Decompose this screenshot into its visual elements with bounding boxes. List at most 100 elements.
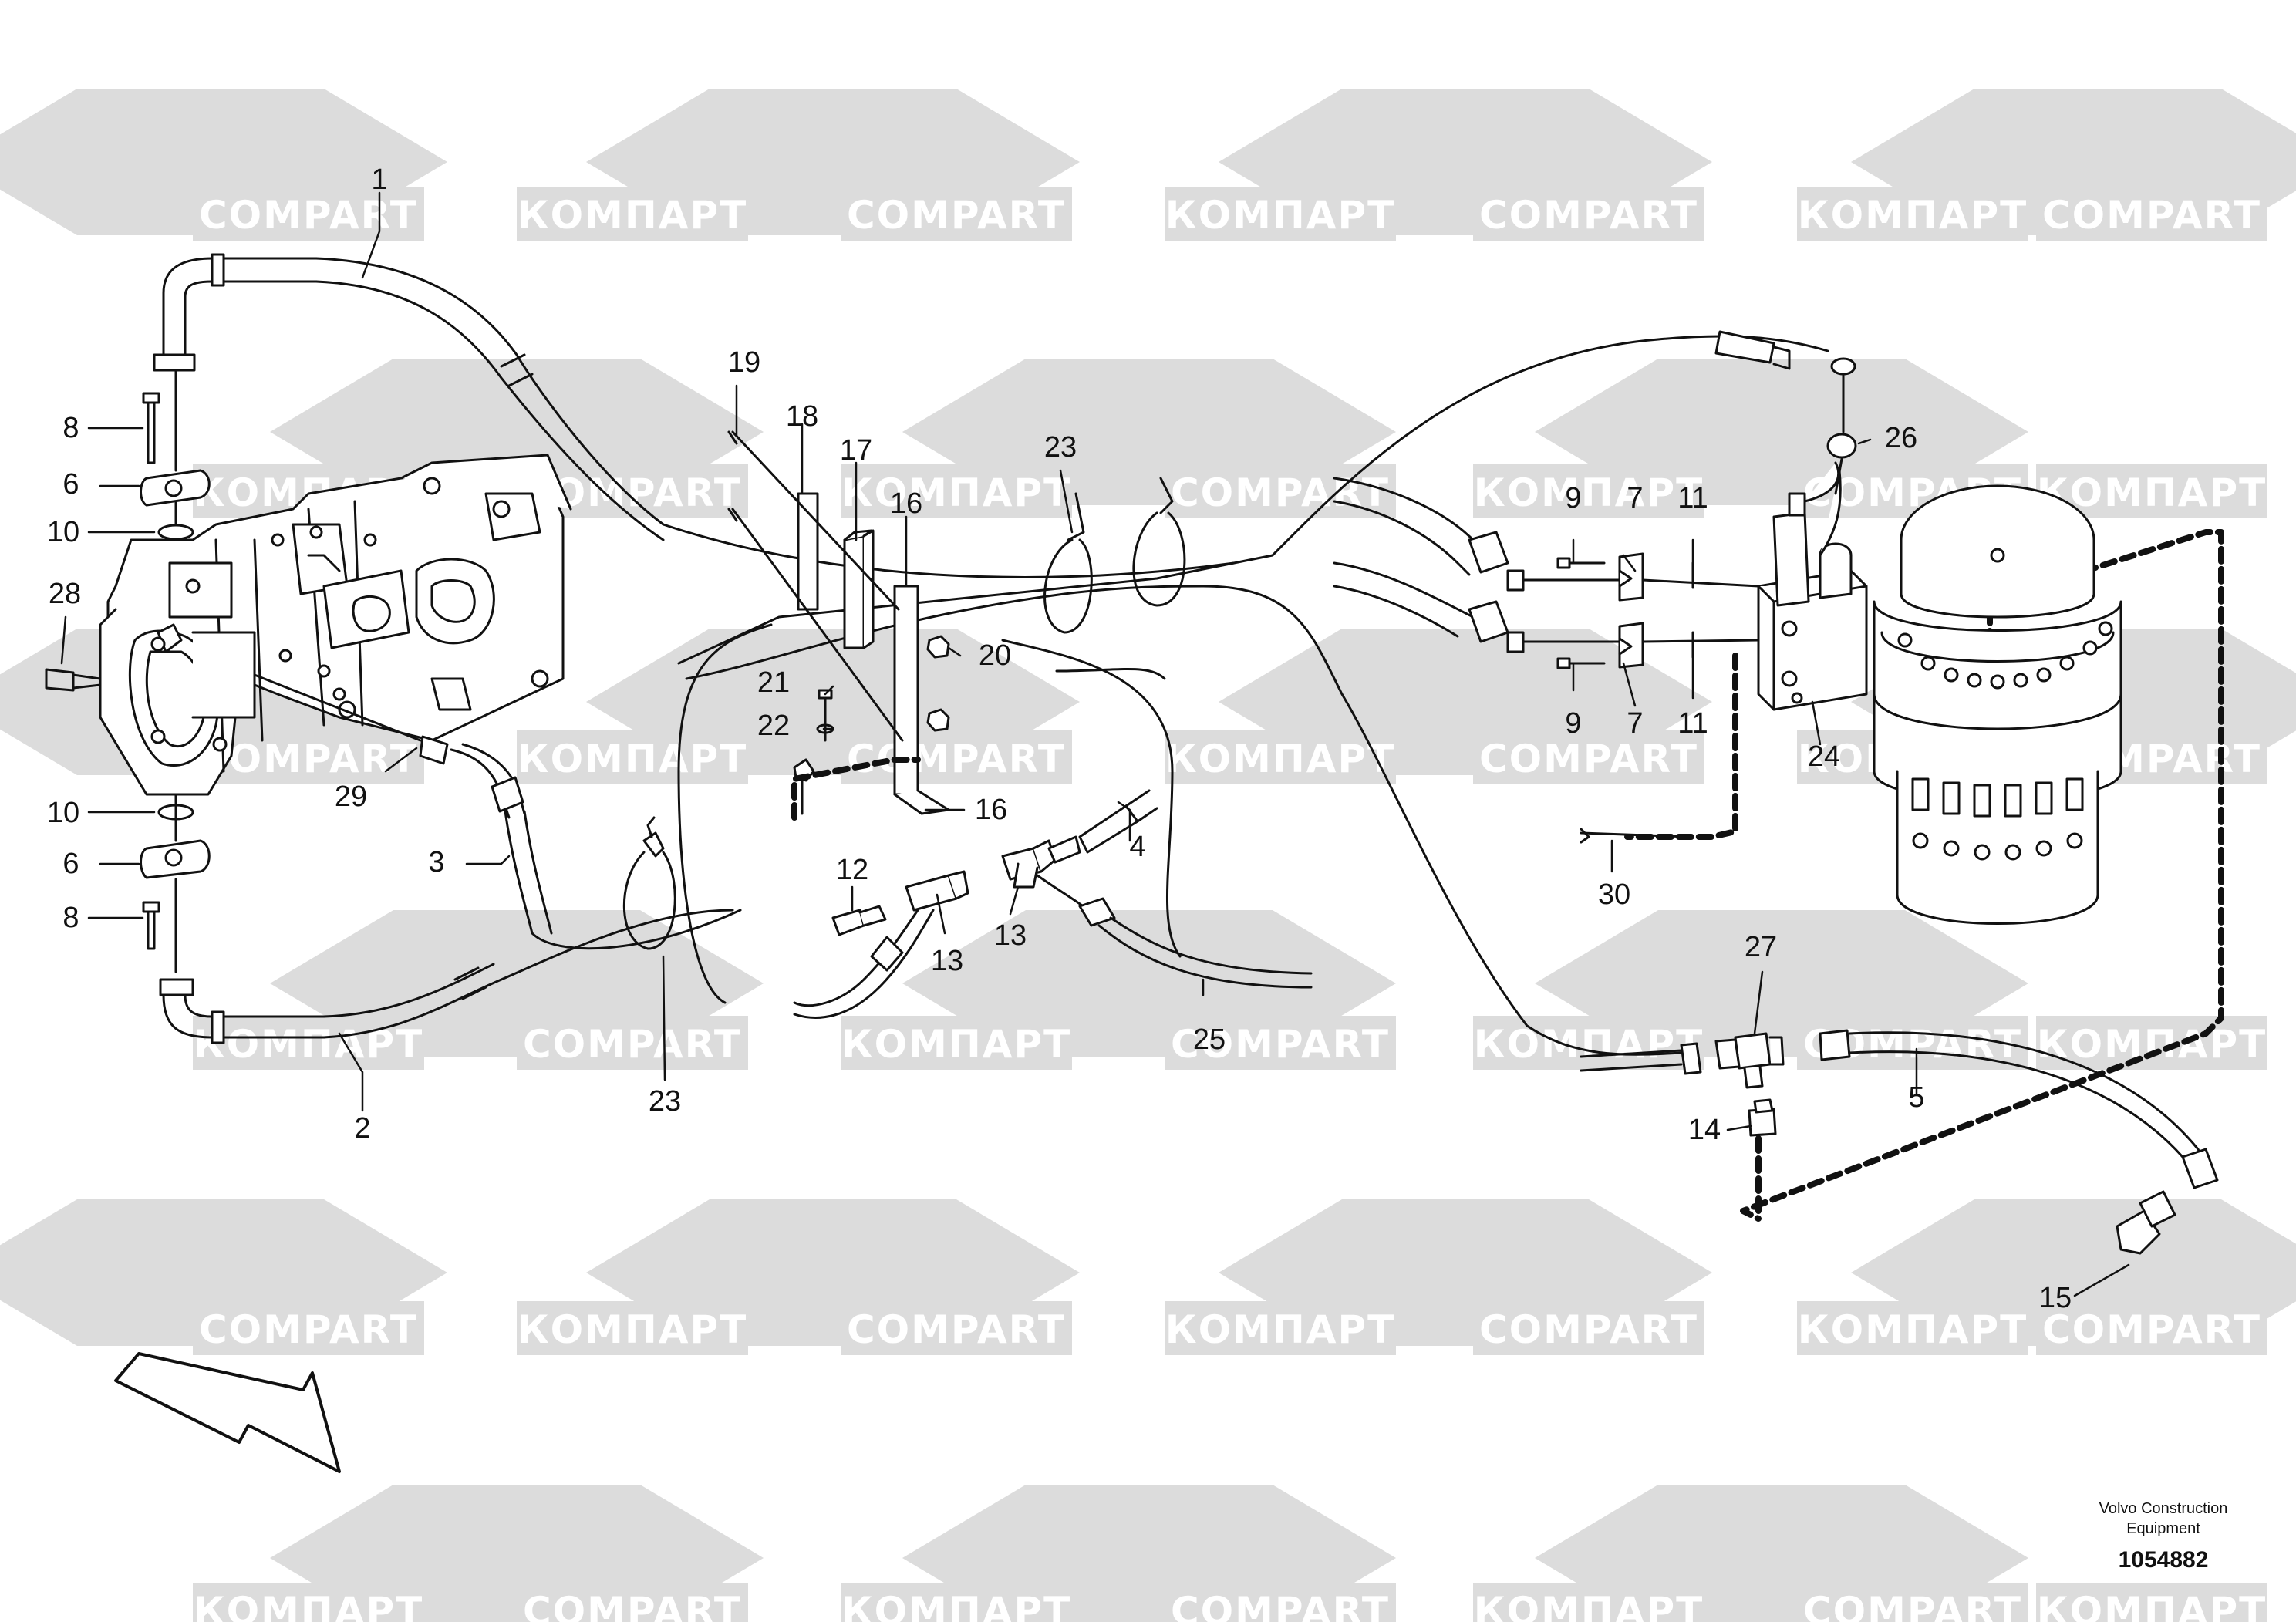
callout-16a: 16 [890,487,922,520]
watermark-band [193,1583,424,1622]
watermark-band [1473,1301,1704,1355]
watermark-text: COMPART [199,737,418,781]
watermark-text: COMPART [1171,470,1390,515]
callout-25: 25 [1193,1023,1226,1056]
hydraulic-motor [1873,484,2122,925]
watermark-text: КОМПАРТ [1798,193,2028,238]
watermark-band [2036,187,2267,241]
bracket-18 [797,492,819,611]
hose-25 [1036,874,1313,989]
fitting-7-upper [1618,552,1644,602]
callout-17: 17 [840,434,872,467]
callout-7b: 7 [1627,707,1643,740]
watermark-band [841,464,1072,518]
watermark-band [517,1583,748,1622]
hose-4 [1047,789,1158,864]
leader-lines [60,191,2130,1297]
callout-29: 29 [335,781,367,813]
plug-12 [831,905,887,936]
adapter-13-left [905,870,969,912]
callout-18: 18 [786,400,818,433]
watermark-text: КОМПАРТ [2037,1589,2267,1622]
callout-16b: 16 [975,794,1007,826]
watermark-band [1797,1583,2028,1622]
hose-top-right [1714,330,1857,495]
watermark-band [1473,187,1704,241]
watermark-band [1797,1301,2028,1355]
bracket-16 [893,585,950,815]
watermark-text: КОМПАРТ [841,1589,1071,1622]
hose-13-lower [793,909,935,1019]
callout-4: 4 [1129,831,1145,863]
callout-13b: 13 [994,919,1027,952]
cable-tie-23-mid-a [1043,492,1093,634]
fitting-7-lower [1618,622,1644,669]
callout-2: 2 [354,1112,370,1145]
callout-5: 5 [1908,1081,1924,1114]
watermark-band [1473,464,1704,518]
watermark-band [1165,1583,1396,1622]
callout-23a: 23 [1044,431,1077,464]
watermark-band [193,187,424,241]
plug-26 [1826,433,1857,459]
callout-23b: 23 [649,1085,681,1118]
callout-3: 3 [428,846,444,878]
watermark-text: COMPART [199,193,418,238]
watermark-band [1165,730,1396,784]
watermark-text: COMPART [1171,1589,1390,1622]
manufacturer-line-2: Equipment [2126,1520,2200,1537]
watermark-band [1473,730,1704,784]
flange-6-top [140,469,211,507]
callout-30: 30 [1598,878,1630,911]
callout-1: 1 [371,164,387,196]
manufacturer-line-1: Volvo Construction [2099,1500,2228,1517]
callout-28: 28 [49,578,81,610]
watermark-text: КОМПАРТ [1474,1589,1704,1622]
callout-20: 20 [979,639,1011,672]
nut-20b [926,708,950,732]
watermark-text: КОМПАРТ [518,193,747,238]
watermark-band [2036,1301,2267,1355]
watermark-text: КОМПАРТ [1474,470,1704,515]
callout-11a: 11 [1677,482,1708,514]
callout-19: 19 [728,346,760,379]
watermark-text: COMPART [523,1022,742,1067]
watermark-text: COMPART [1803,1589,2022,1622]
watermark-text: COMPART [1479,193,1698,238]
hose-3 [253,673,742,950]
callout-27: 27 [1745,931,1777,963]
callout-26: 26 [1885,422,1917,454]
callout-14: 14 [1688,1114,1721,1146]
watermark-band [841,1016,1072,1070]
watermark-band [517,1301,748,1355]
o-ring-10-top [157,524,194,541]
callout-11b: 11 [1677,707,1708,740]
watermark-text: COMPART [847,1307,1066,1352]
hydraulic-pump [99,454,572,796]
watermark-band [1165,1016,1396,1070]
cable-tie-23-left [622,816,676,950]
watermark-text: КОМПАРТ [1165,737,1395,781]
callout-10b: 10 [47,797,79,829]
title-block: Volvo Construction Equipment 1054882 [2099,1500,2228,1573]
fitting-14 [1748,1098,1777,1137]
callout-8a: 8 [62,412,79,444]
bolts-9 [1564,561,1606,665]
callout-6a: 6 [62,468,79,501]
watermark-text: КОМПАРТ [518,1307,747,1352]
watermark-band [2036,1016,2267,1070]
flange-6-bottom [140,839,211,879]
elbow-15 [2116,1190,2176,1255]
watermark-text: КОМПАРТ [841,470,1071,515]
watermark-text: COMPART [1171,1022,1390,1067]
callout-6b: 6 [62,848,79,880]
callout-15: 15 [2039,1282,2072,1314]
watermark-band [517,730,748,784]
watermark-text: КОМПАРТ [518,737,747,781]
plug-28 [45,668,102,692]
watermark-band [841,1583,1072,1622]
watermark-band [841,730,1072,784]
watermark-band [193,1301,424,1355]
